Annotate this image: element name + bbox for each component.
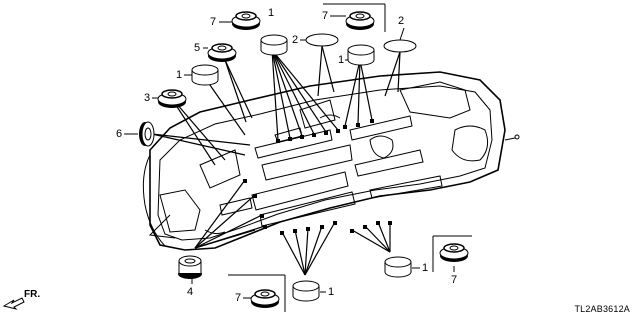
part-box-bottom-middle: [228, 274, 286, 312]
front-arrow-icon: [2, 297, 25, 310]
callout-7-bottom: 7: [235, 292, 242, 304]
grommet-part-1-middle: [347, 44, 375, 66]
leader-lines: [151, 45, 401, 276]
callout-7-top: 7: [210, 16, 217, 28]
grommet-part-1-bottom: [292, 280, 320, 302]
grommet-part-6: [139, 121, 155, 147]
callout-4: 4: [187, 286, 194, 298]
callout-2-right: 2: [398, 15, 405, 27]
seal-part-2-left: [305, 33, 339, 47]
callout-1-bottom-right: 1: [422, 262, 429, 274]
part-box-right: [432, 235, 472, 272]
seal-part-2-right: [383, 39, 417, 53]
callout-6: 6: [116, 128, 123, 140]
grommet-part-4: [177, 255, 203, 280]
grommet-part-1-top: [260, 34, 288, 56]
callout-3: 3: [144, 92, 151, 104]
grommet-part-7-top: [231, 11, 261, 31]
callout-1-left: 1: [176, 69, 183, 81]
grommet-part-1-bottom-right: [384, 256, 412, 278]
front-indicator-label: FR.: [24, 289, 41, 300]
leader-dots: [243, 119, 392, 235]
grommet-part-3: [157, 89, 187, 109]
part-box-top-right: [323, 3, 386, 32]
callout-7-right: 7: [451, 274, 458, 286]
grommet-part-1-left: [191, 64, 219, 86]
vehicle-underbody: [142, 71, 520, 251]
callout-7-top-right: 7: [322, 10, 329, 22]
callout-5: 5: [194, 42, 201, 54]
part-code: TL2AB3612A: [574, 304, 630, 314]
callout-2-left: 2: [292, 34, 299, 46]
grommet-part-5: [207, 43, 237, 63]
callout-1-bottom: 1: [328, 286, 335, 298]
callout-1-top: 1: [268, 7, 275, 19]
callout-ticks: [124, 15, 455, 299]
callout-1-middle: 1: [338, 54, 345, 66]
